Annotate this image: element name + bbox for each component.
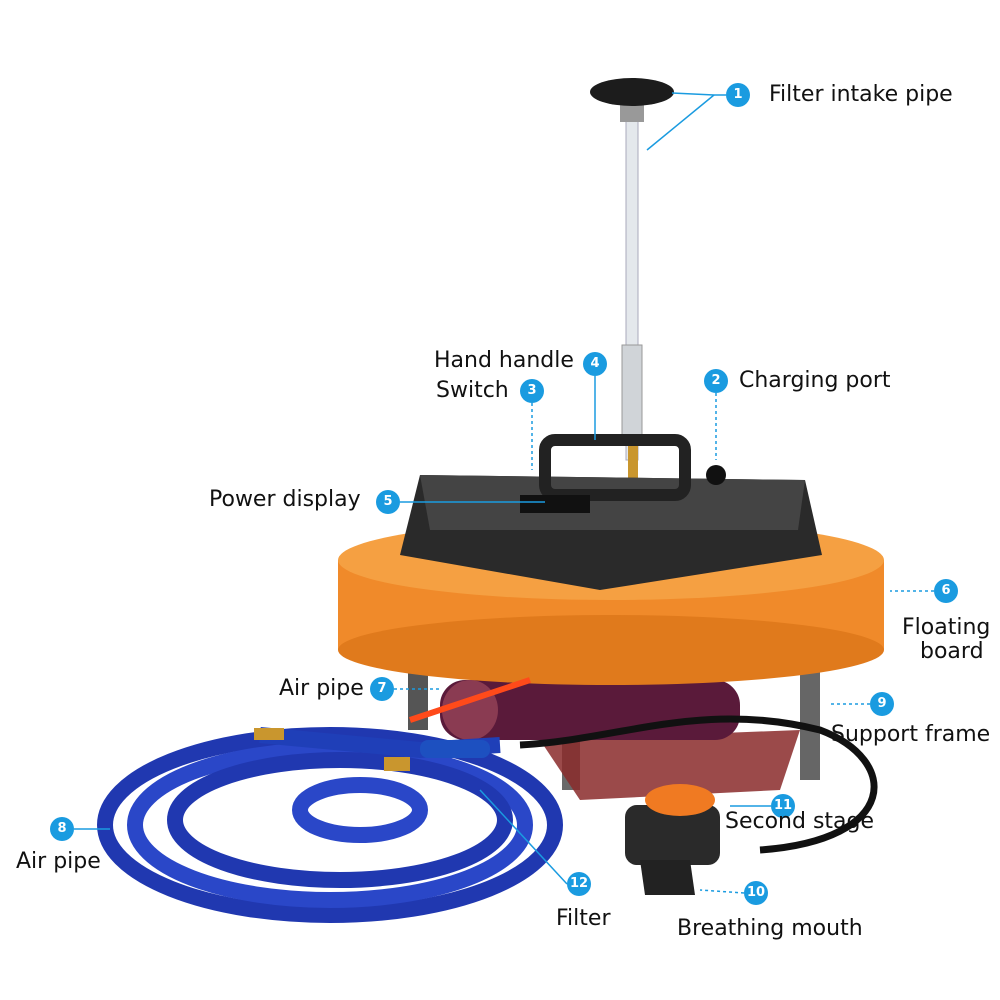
red-air-pipe xyxy=(409,677,531,723)
filter xyxy=(420,740,490,758)
label-filter: Filter xyxy=(556,906,611,931)
label-hand-handle: Hand handle xyxy=(434,348,574,373)
callout-badge-5: 5 xyxy=(376,490,400,514)
label-air-pipe-7: Air pipe xyxy=(279,676,364,701)
callout-badge-10: 10 xyxy=(744,881,768,905)
callout-badge-2: 2 xyxy=(704,369,728,393)
blue-coiled-hose xyxy=(97,727,563,923)
label-breathing-mouth: Breathing mouth xyxy=(677,916,863,941)
label-air-pipe-8: Air pipe xyxy=(16,849,101,874)
callout-badge-11: 11 xyxy=(771,794,795,818)
leader-lines xyxy=(74,92,934,894)
label-floating-board-line2: board xyxy=(920,639,984,664)
callout-badge-9: 9 xyxy=(870,692,894,716)
callout-badge-4: 4 xyxy=(583,352,607,376)
callout-badge-12: 12 xyxy=(567,872,591,896)
label-power-display: Power display xyxy=(209,487,361,512)
label-charging-port: Charging port xyxy=(739,368,891,393)
black-hose xyxy=(519,715,878,854)
callout-badge-7: 7 xyxy=(370,677,394,701)
callout-badge-3: 3 xyxy=(520,379,544,403)
support-frame xyxy=(408,660,820,800)
callout-badge-1: 1 xyxy=(726,83,750,107)
label-switch: Switch xyxy=(436,378,509,403)
callout-badge-8: 8 xyxy=(50,817,74,841)
second-stage-regulator xyxy=(625,784,720,895)
label-second-stage: Second stage xyxy=(725,809,875,834)
label-support-frame: Support frame xyxy=(831,722,991,747)
label-floating-board: Floating xyxy=(902,615,991,640)
callout-badge-6: 6 xyxy=(934,579,958,603)
filter-intake-pipe xyxy=(590,78,674,485)
battery-box xyxy=(400,434,822,590)
label-filter-intake-pipe: Filter intake pipe xyxy=(769,82,953,107)
